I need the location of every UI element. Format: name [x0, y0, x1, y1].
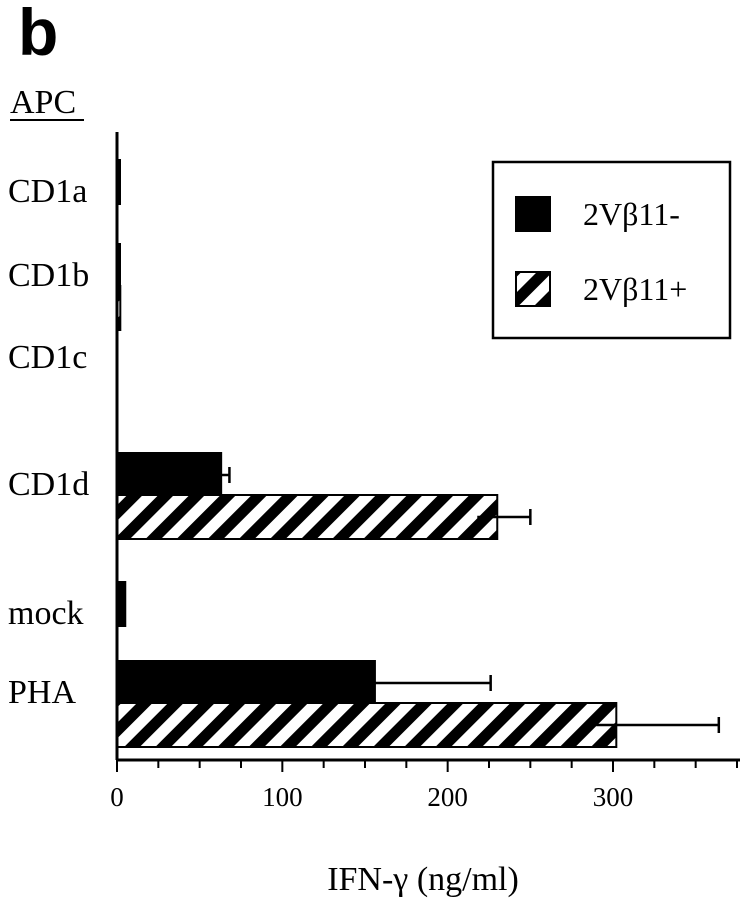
legend-entry-1: 2Vβ11-	[583, 196, 680, 232]
x-tick-label: 300	[593, 782, 634, 812]
legend: 2Vβ11- 2Vβ11+	[491, 160, 732, 340]
category-label-cd1a: CD1a	[8, 173, 87, 210]
category-label-mock: mock	[8, 595, 84, 632]
x-tick-label: 100	[262, 782, 303, 812]
legend-box	[491, 160, 732, 340]
legend-swatch-solid	[515, 196, 551, 232]
bar-pha-series-2	[116, 702, 618, 748]
category-label-cd1b: CD1b	[8, 257, 89, 294]
legend-swatch-hatched	[515, 271, 551, 307]
x-axis-label: IFN-γ (ng/ml)	[327, 861, 519, 898]
bar-pha-series-1	[116, 660, 376, 706]
category-label-pha: PHA	[8, 674, 76, 711]
group-axis-label: APC	[10, 84, 76, 121]
legend-entry-2: 2Vβ11+	[583, 271, 687, 307]
category-label-cd1d: CD1d	[8, 466, 89, 503]
category-label-cd1c: CD1c	[8, 339, 87, 376]
panel-label: b	[18, 0, 59, 69]
x-tick-label: 0	[110, 782, 124, 812]
x-tick-label: 200	[427, 782, 468, 812]
bar-cd1d-series-2	[116, 494, 499, 540]
